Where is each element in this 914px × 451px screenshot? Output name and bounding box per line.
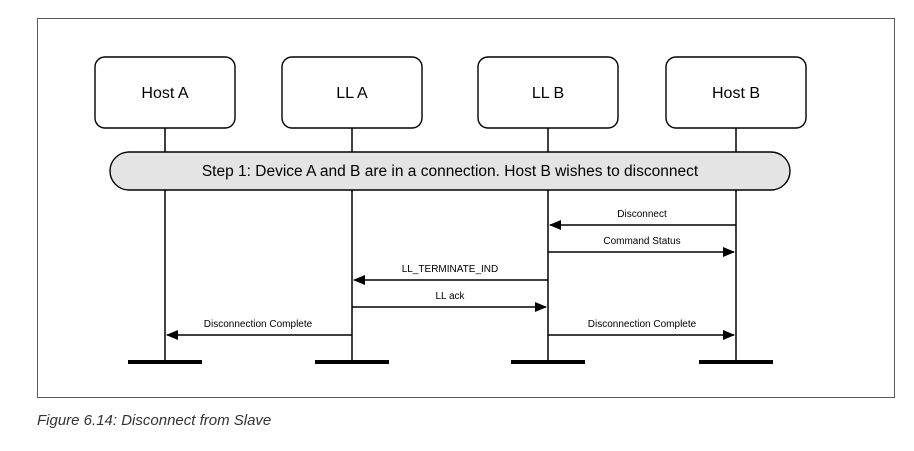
entity-host-a: Host A	[94, 56, 236, 129]
message-ll-ack-label: LL ack	[435, 291, 465, 302]
step-bar-label: Step 1: Device A and B are in a connecti…	[202, 163, 699, 180]
sequence-diagram: Host A LL A LL B Host B Step 1: Device A…	[37, 18, 895, 398]
entity-ll-a: LL A	[281, 56, 423, 129]
message-disconnection-complete-b-label: Disconnection Complete	[588, 319, 697, 330]
entity-ll-b: LL B	[477, 56, 619, 129]
entity-ll-b-label: LL B	[532, 85, 564, 102]
entity-ll-a-label: LL A	[336, 85, 368, 102]
message-ll-terminate-ind-label: LL_TERMINATE_IND	[402, 264, 499, 275]
diagram-frame	[37, 18, 895, 398]
message-ll-terminate-ind: LL_TERMINATE_IND	[353, 264, 548, 285]
figure-caption: Figure 6.14: Disconnect from Slave	[37, 412, 272, 429]
message-ll-ack: LL ack	[352, 291, 547, 312]
entity-host-b: Host B	[665, 56, 807, 129]
message-command-status-label: Command Status	[603, 236, 680, 247]
entity-host-a-label: Host A	[141, 85, 188, 102]
message-disconnection-complete-b: Disconnection Complete	[548, 319, 735, 340]
message-command-status: Command Status	[548, 236, 735, 257]
entity-host-b-label: Host B	[712, 85, 760, 102]
step-bar: Step 1: Device A and B are in a connecti…	[109, 151, 791, 191]
message-disconnection-complete-a-label: Disconnection Complete	[204, 319, 313, 330]
message-disconnect: Disconnect	[549, 209, 736, 230]
message-disconnection-complete-a: Disconnection Complete	[166, 319, 352, 340]
message-disconnect-label: Disconnect	[617, 209, 667, 220]
